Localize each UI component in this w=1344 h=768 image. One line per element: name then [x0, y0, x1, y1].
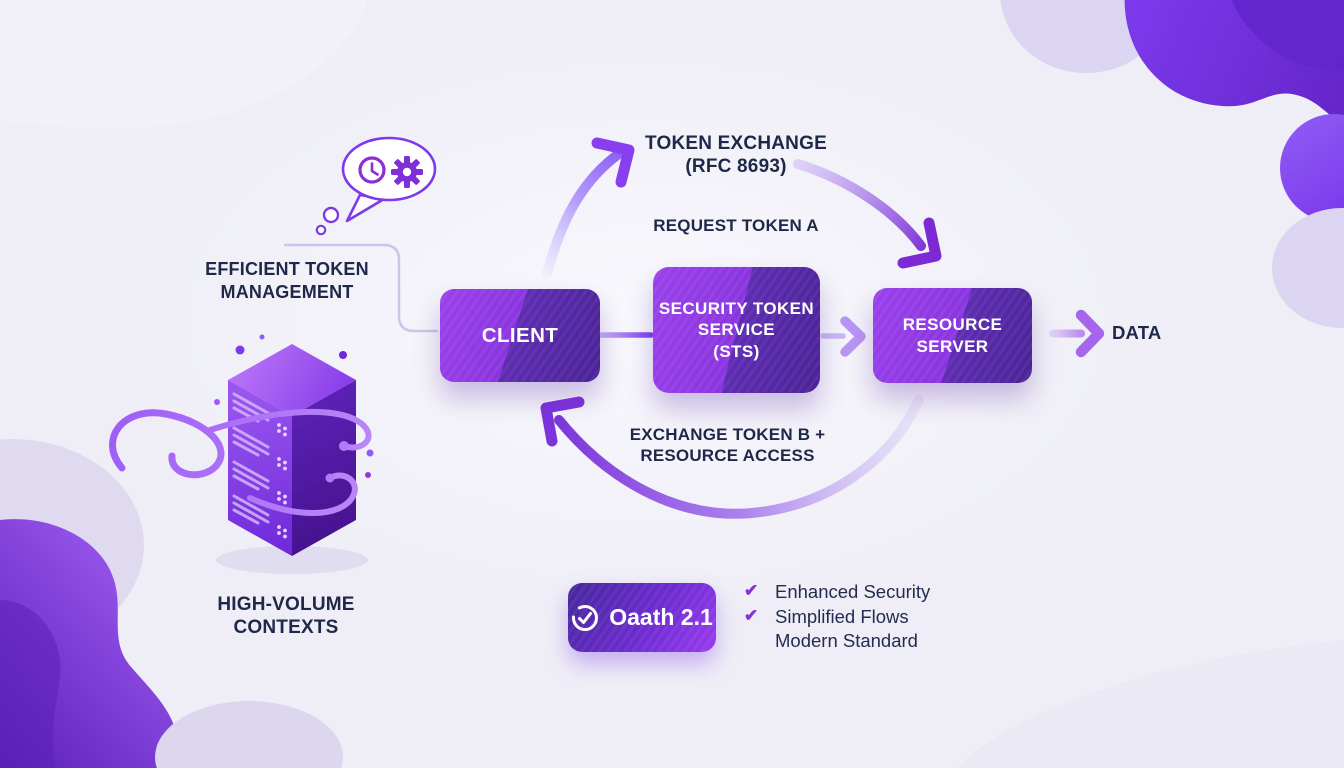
- resource-server-node: RESOURCE SERVER: [873, 288, 1032, 383]
- arrowhead-up-right-icon: [591, 137, 635, 188]
- feature-text: Simplified Flows: [775, 605, 909, 627]
- arrowhead-up-left-icon: [540, 396, 585, 447]
- oauth-badge-label: Oaath 2.1: [609, 604, 713, 630]
- client-node: CLIENT: [440, 289, 600, 382]
- gear-icon: [391, 156, 423, 188]
- oauth-badge: Oaath 2.1: [568, 583, 716, 652]
- check-icon: ✔: [744, 605, 759, 625]
- efficient-token-management-label: EFFICIENT TOKEN MANAGEMENT: [205, 259, 369, 302]
- thought-bubble-icon: [315, 136, 437, 236]
- wind-swirl-lines: [109, 408, 372, 517]
- request-token-label: REQUEST TOKEN A: [653, 216, 819, 235]
- arrowhead-right-icon: [1075, 309, 1105, 358]
- feature-item: Modern Standard: [744, 630, 930, 655]
- high-volume-contexts-label: HIGH-VOLUME CONTEXTS: [217, 594, 355, 638]
- exchange-token-label: EXCHANGE TOKEN B + RESOURCE ACCESS: [629, 425, 826, 465]
- flow-arrow-resource-to-data: [1049, 309, 1105, 358]
- check-icon: ✔: [744, 581, 759, 600]
- arrowhead-down-right-icon: [897, 217, 942, 269]
- feature-text: Modern Standard: [775, 630, 918, 651]
- cycle-arc-top-left: [542, 137, 635, 279]
- security-token-service-node: SECURITY TOKEN SERVICE (STS): [653, 267, 820, 393]
- clock-icon: [358, 156, 386, 184]
- token-exchange-line2: (RFC 8693): [685, 156, 787, 177]
- cycle-arc-bottom: [540, 395, 924, 519]
- server-stack-illustration: [109, 334, 374, 574]
- feature-text: Enhanced Security: [775, 581, 931, 602]
- decorative-dots: [214, 334, 374, 478]
- token-exchange-line1: TOKEN EXCHANGE: [645, 133, 827, 154]
- check-circle-icon: [572, 604, 599, 631]
- flow-arrow-sts-to-resource: [820, 316, 866, 357]
- token-exchange-label: TOKEN EXCHANGE (RFC 8693): [555, 132, 917, 178]
- data-label: DATA: [1112, 322, 1162, 343]
- cycle-arc-top-right: [793, 159, 942, 269]
- feature-item: ✔ Simplified Flows: [744, 606, 930, 631]
- feature-list: ✔ Enhanced Security ✔ Simplified Flows M…: [744, 581, 930, 655]
- feature-item: ✔ Enhanced Security: [744, 581, 930, 606]
- arrowhead-right-icon: [840, 316, 866, 357]
- management-connector-line: [284, 243, 438, 333]
